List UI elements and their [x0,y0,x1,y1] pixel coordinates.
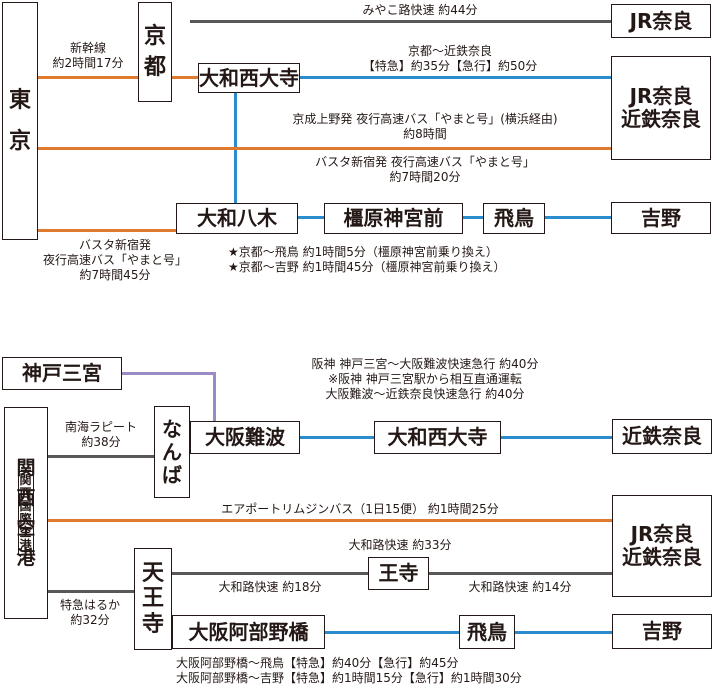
label-kyoto-kintetsu: 京都～近鉄奈良 【特急】約35分【急行】約50分 [362,44,538,73]
label-shinkansen: 新幹線 約2時間17分 [52,41,124,70]
kashihara-line-2 [463,216,483,219]
yamatoji-line-1 [172,572,368,575]
station-osaka-namba: 大阪難波 [190,421,300,454]
label-nankai: 南海ラピート 約38分 [64,420,137,449]
label-yamatoji-14: 大和路快速 約14分 [468,580,572,594]
label-busta-bus-2: バスタ新宿発 夜行高速バス「やまと号」 約7時間45分 [42,238,187,282]
kashihara-line-1 [298,216,324,219]
minami-osaka-line-2 [515,631,612,634]
yamatoji-line-2 [429,572,612,575]
jr-miyakoji-line [190,20,611,23]
kintetsu-nara-line-2 [501,436,612,439]
kintetsu-kyoto-line [300,76,611,79]
busta-bus-line-lower [38,229,176,232]
label-limousine: エアポートリムジンバス（1日15便） 約1時間25分 [221,502,499,516]
label-yamatoji-33: 大和路快速 約33分 [348,538,452,552]
station-oji: 王寺 [368,557,429,590]
station-kansai-airport-name: 関 西 空 港 [16,457,36,569]
limousine-bus-line [48,519,612,522]
station-jr-kintetsu-nara-2: JR奈良 近鉄奈良 [612,495,712,597]
yoshino-line [545,216,611,219]
label-transfer-notes: ★京都～飛鳥 約1時間5分（橿原神宮前乗り換え） ★京都～吉野 約1時間45分（… [228,245,506,274]
kintetsu-nara-line-1 [300,436,374,439]
nankai-line [48,455,154,458]
station-yoshino-2: 吉野 [612,614,712,649]
station-jr-nara: JR奈良 [611,4,711,38]
station-jr-kintetsu-nara: JR奈良 近鉄奈良 [611,56,711,160]
station-kintetsu-nara: 近鉄奈良 [612,419,712,454]
hanshin-line-vertical [213,372,216,424]
station-kansai-airport: 関 西 国 際 空 港 関 西 空 港 [4,407,48,619]
station-kobe-sannomiya: 神戸三宮 [2,357,122,390]
shinkansen-line-kyoto [172,76,198,79]
station-yamato-yagi: 大和八木 [176,203,298,234]
haruka-line [48,590,134,593]
station-namba: な ん ば [154,406,190,498]
keisei-bus-line [38,147,611,150]
label-busta-bus-1: バスタ新宿発 夜行高速バス「やまと号」 約7時間20分 [315,155,535,184]
label-hanshin: 阪神 神戸三宮～大阪難波快速急行 約40分 ※阪神 神戸三宮駅から相互直通運転 … [311,357,539,401]
station-yoshino: 吉野 [611,202,711,234]
label-abeno-notes: 大阪阿部野橋～飛鳥【特急】約40分【急行】約45分 大阪阿部野橋～吉野【特急】約… [176,656,522,685]
hanshin-line-horizontal [122,372,216,375]
station-tennoji: 天 王 寺 [134,548,172,650]
station-asuka: 飛鳥 [483,203,545,234]
minami-osaka-line-1 [325,631,459,634]
label-yamatoji-18: 大和路快速 約18分 [218,580,322,594]
station-kansai-airport-sub: 関 西 国 際 空 港 [17,471,34,555]
station-asuka-2: 飛鳥 [459,615,515,649]
station-yamato-saidaiji: 大和西大寺 [198,63,300,93]
label-keisei-bus: 京成上野発 夜行高速バス「やまと号」(横浜経由) 約8時間 [292,112,558,141]
shinkansen-line [38,76,138,79]
station-kyoto: 京 都 [138,2,172,102]
label-haruka: 特急はるか 約32分 [59,598,120,627]
station-osaka-abenobashi: 大阪阿部野橋 [172,615,325,649]
station-kashihara-jingumae: 橿原神宮前 [324,203,463,234]
label-miyakoji: みやこ路快速 約44分 [362,3,478,17]
station-yamato-saidaiji-2: 大和西大寺 [374,421,501,454]
station-tokyo: 東 京 [2,2,38,240]
